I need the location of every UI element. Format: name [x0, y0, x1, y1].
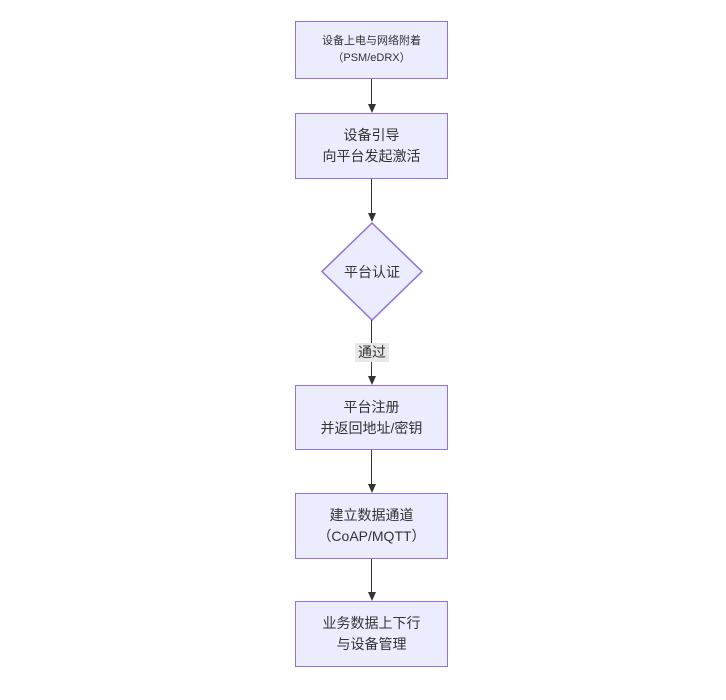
edge-label-pass: 通过	[355, 343, 389, 362]
node-business-line1: 业务数据上下行	[322, 615, 421, 631]
node-business-data: 业务数据上下行 与设备管理	[295, 601, 448, 667]
node-channel-line1: 建立数据通道	[329, 507, 414, 523]
diamond-shape-icon	[321, 222, 423, 321]
decision-label: 平台认证	[344, 263, 400, 280]
node-boot-line2: 向平台发起激活	[322, 148, 421, 164]
decision-platform-auth: 平台认证	[321, 222, 423, 321]
node-power-network-attach: 设备上电与网络附着 （PSM/eDRX）	[295, 21, 448, 79]
node-channel-line2: （CoAP/MQTT）	[317, 528, 426, 544]
node-boot-line1: 设备引导	[343, 127, 400, 143]
node-register-line1: 平台注册	[343, 398, 400, 415]
flow-arrow-5	[367, 559, 376, 601]
node-register-line2: 并返回地址/密钥	[320, 419, 423, 436]
node-device-bootstrap: 设备引导 向平台发起激活	[295, 113, 448, 179]
flow-arrow-1	[367, 79, 376, 113]
flow-arrow-4	[367, 450, 376, 493]
node-platform-register: 平台注册 并返回地址/密钥	[295, 385, 448, 450]
node-business-line2: 与设备管理	[336, 636, 407, 652]
node-data-channel: 建立数据通道 （CoAP/MQTT）	[295, 493, 448, 559]
flow-arrow-2	[367, 179, 376, 222]
node-power-line1: 设备上电与网络附着	[322, 35, 421, 47]
node-power-line2: （PSM/eDRX）	[332, 52, 411, 64]
